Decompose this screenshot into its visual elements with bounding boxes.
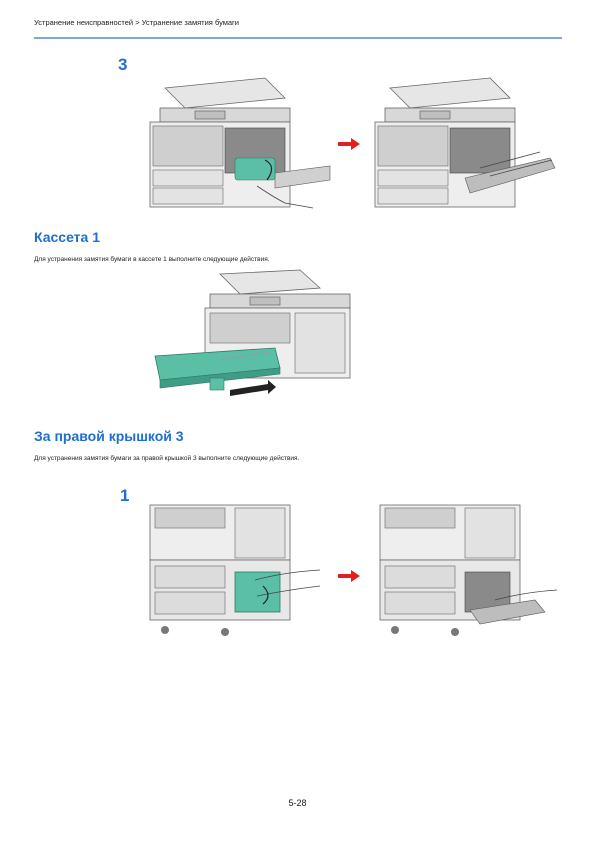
red-arrow-icon [338, 570, 360, 582]
figure-step3-fuser-opened [370, 68, 560, 218]
section-title-right-cover-3: За правой крышкой 3 [34, 428, 184, 444]
header-rule [34, 37, 562, 39]
figure-step1-open-right-cover [145, 500, 335, 645]
figure-step1-right-cover-opened [375, 500, 565, 645]
figure-cassette-1-pull-out [150, 268, 360, 413]
figure-step3-open-fuser [145, 68, 335, 218]
section-text-cassette-1: Для устранения замятия бумаги в кассете … [34, 256, 270, 263]
page-number: 5-28 [288, 798, 307, 808]
section-title-cassette-1: Кассета 1 [34, 229, 100, 245]
section-text-right-cover-3: Для устранения замятия бумаги за правой … [34, 455, 300, 462]
step-number-3: 3 [118, 55, 128, 74]
step-number-1: 1 [120, 486, 130, 505]
red-arrow-icon [338, 138, 360, 150]
breadcrumb: Устранение неисправностей > Устранение з… [34, 18, 239, 27]
